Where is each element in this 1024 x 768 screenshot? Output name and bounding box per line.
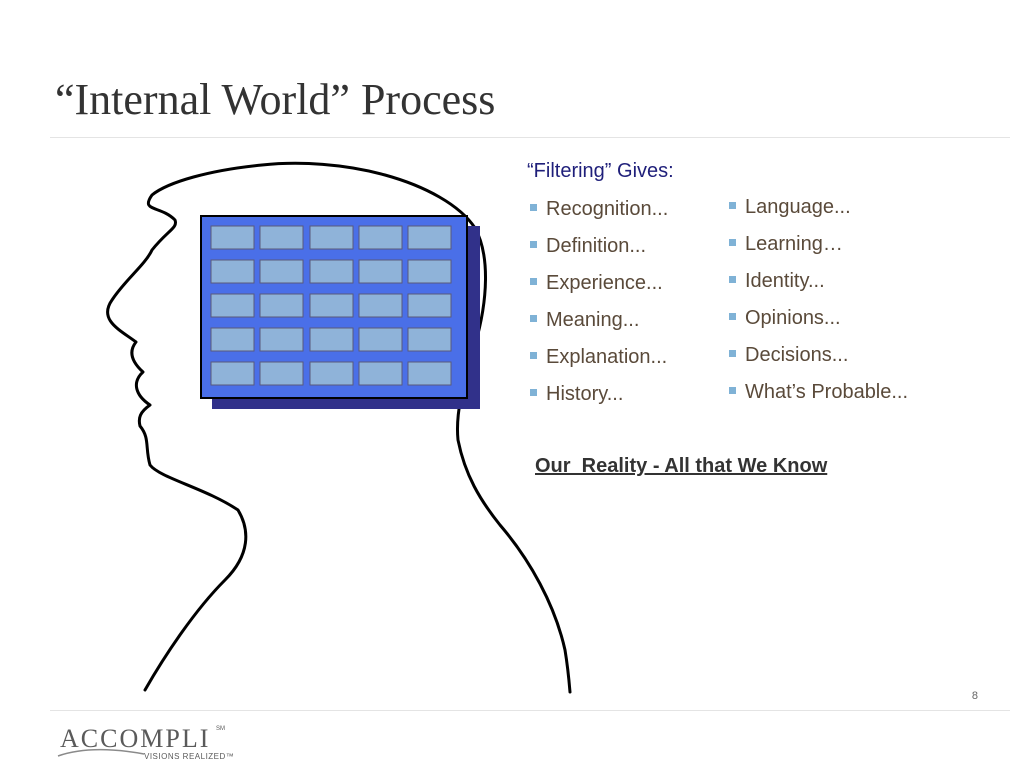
list-item: What’s Probable... [727,380,908,417]
list-item-label: Identity... [745,270,825,292]
square-bullet-icon [729,387,736,394]
list-item-label: Learning… [745,233,843,255]
list-item: Decisions... [727,343,908,380]
square-bullet-icon [530,241,537,248]
logo-sm-mark: SM [216,726,225,732]
list-item-label: Meaning... [546,309,640,331]
square-bullet-icon [530,389,537,396]
head-profile-outline [106,161,572,694]
square-bullet-icon [729,239,736,246]
list-item: Identity... [727,269,908,306]
logo-name: ACCOMPLI [60,724,211,753]
list-item-label: Language... [745,196,851,218]
reality-caption: Our Reality - All that We Know [535,455,828,477]
footer-divider [50,710,1010,711]
list-item-label: Recognition... [546,198,669,220]
company-logo: ACCOMPLI SM VISIONS REALIZED™ [56,722,256,762]
title-divider [50,137,1010,138]
list-item-label: Opinions... [745,307,841,329]
list-item-label: History... [546,383,624,405]
list-item-label: Definition... [546,235,647,257]
list-item: Language... [727,195,908,232]
filter-grid-icon [200,215,480,409]
square-bullet-icon [530,352,537,359]
filtering-heading: “Filtering” Gives: [527,160,674,182]
square-bullet-icon [729,313,736,320]
page-number: 8 [971,690,978,702]
square-bullet-icon [729,276,736,283]
list-item: Experience... [528,271,668,308]
slide-title: “Internal World” Process [55,75,496,124]
list-item: Meaning... [528,308,668,345]
list-item: Learning… [727,232,908,269]
bullet-list-right: Language... Learning… Identity... Opinio… [727,195,908,417]
logo-swoosh-icon [57,749,145,757]
list-item: Definition... [528,234,668,271]
list-item: Recognition... [528,197,668,234]
list-item-label: Decisions... [745,344,849,366]
square-bullet-icon [729,202,736,209]
square-bullet-icon [530,278,537,285]
bullet-list-left: Recognition... Definition... Experience.… [528,197,668,419]
list-item-label: Experience... [546,272,663,294]
list-item: Opinions... [727,306,908,343]
logo-tagline: VISIONS REALIZED™ [144,752,235,761]
square-bullet-icon [530,315,537,322]
list-item-label: Explanation... [546,346,668,368]
list-item-label: What’s Probable... [745,381,909,403]
square-bullet-icon [530,204,537,211]
list-item: Explanation... [528,345,668,382]
list-item: History... [528,382,668,419]
grid-cells [210,225,452,386]
square-bullet-icon [729,350,736,357]
